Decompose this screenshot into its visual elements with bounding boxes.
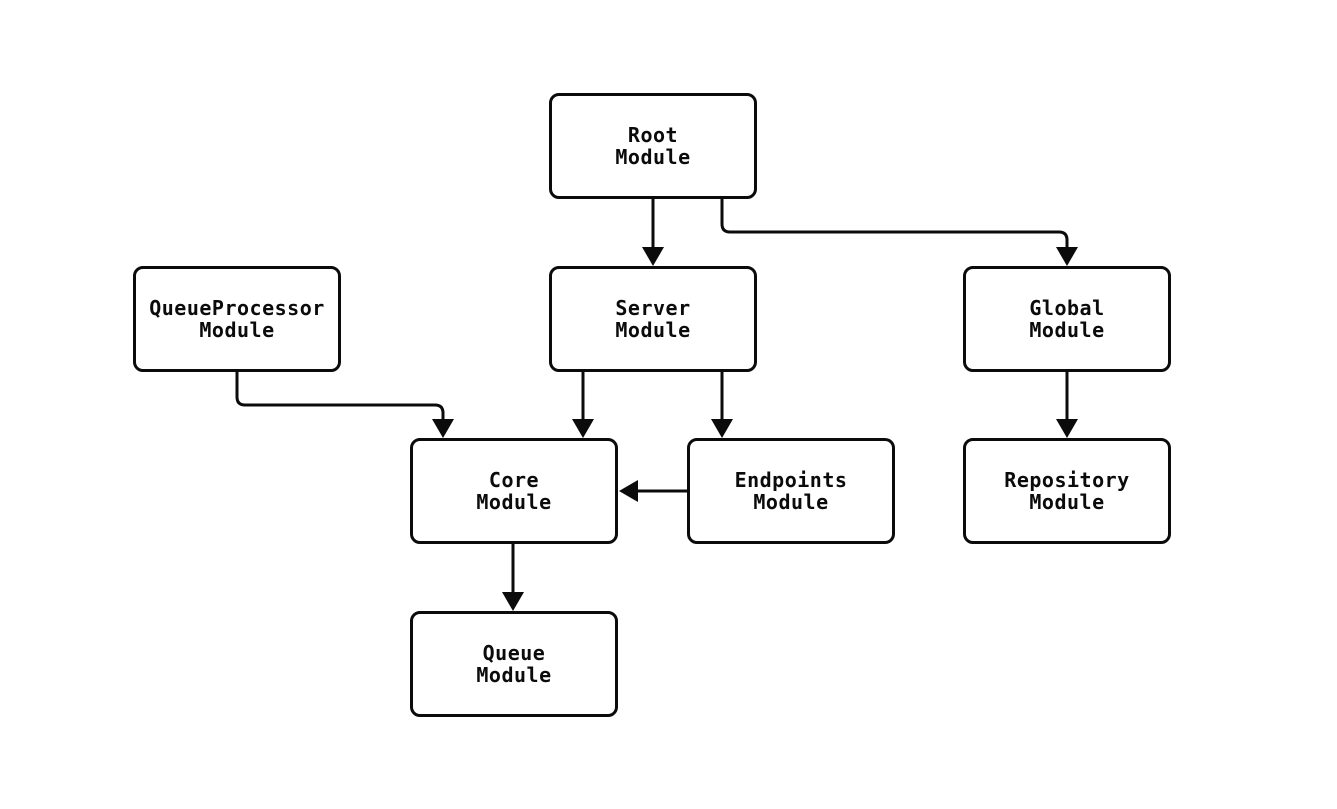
- arrowhead-endpoints-to-core: [619, 480, 638, 502]
- arrowhead-global-to-repository: [1056, 419, 1078, 438]
- node-queue-module: Queue Module: [410, 611, 618, 717]
- arrowhead-server-to-endpoints: [711, 419, 733, 438]
- arrowhead-core-to-queue: [502, 592, 524, 611]
- arrowhead-root-to-global: [1056, 247, 1078, 266]
- node-server-module: Server Module: [549, 266, 757, 372]
- node-endpoints-module: Endpoints Module: [687, 438, 895, 544]
- node-queueprocessor-module-label: QueueProcessor Module: [149, 296, 325, 342]
- node-global-module: Global Module: [963, 266, 1171, 372]
- node-endpoints-module-label: Endpoints Module: [734, 468, 848, 514]
- arrowhead-server-to-core: [572, 419, 594, 438]
- node-queue-module-label: Queue Module: [476, 641, 552, 687]
- node-root-module-label: Root Module: [615, 123, 691, 169]
- node-repository-module-label: Repository Module: [1004, 468, 1130, 514]
- arrowhead-root-to-server: [642, 247, 664, 266]
- node-root-module: Root Module: [549, 93, 757, 199]
- edge-root-to-global: [720, 198, 1069, 247]
- node-server-module-label: Server Module: [615, 296, 691, 342]
- node-global-module-label: Global Module: [1029, 296, 1105, 342]
- node-core-module: Core Module: [410, 438, 618, 544]
- arrowhead-queueprocessor-to-core: [432, 419, 454, 438]
- node-queueprocessor-module: QueueProcessor Module: [133, 266, 341, 372]
- node-core-module-label: Core Module: [476, 468, 552, 514]
- edge-queueprocessor-to-core: [235, 372, 445, 419]
- node-repository-module: Repository Module: [963, 438, 1171, 544]
